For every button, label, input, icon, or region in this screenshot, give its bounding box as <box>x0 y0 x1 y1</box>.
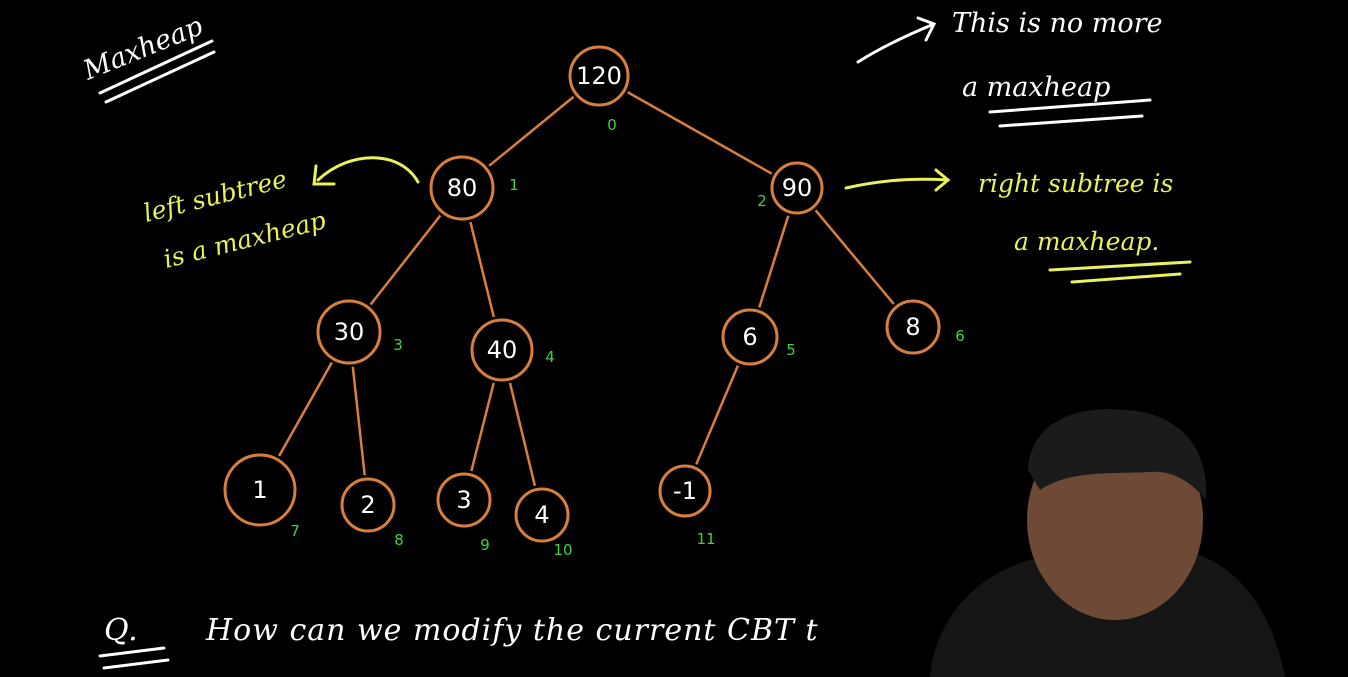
tree-edge-4-9 <box>470 382 495 472</box>
node-value: 90 <box>782 174 813 202</box>
node-index: 5 <box>786 341 796 359</box>
tree-node-3: 30 3 <box>316 299 403 365</box>
question-prefix: Q. <box>104 613 139 648</box>
question-prefix-underline-1 <box>98 646 166 658</box>
node-circle <box>429 155 495 221</box>
tree-edge-2-5 <box>758 215 790 308</box>
node-circle <box>885 299 941 355</box>
node-index: 8 <box>394 531 404 549</box>
node-value: 40 <box>487 336 518 364</box>
right-arrow-line <box>844 177 950 190</box>
tree-edge-1-3 <box>369 214 442 306</box>
no-more-arrow-line <box>856 22 936 64</box>
node-index: 2 <box>757 192 767 210</box>
left-subtree-note: left subtree is a maxheap <box>140 156 420 274</box>
node-circle <box>470 318 534 382</box>
no-more-text-2: a maxheap <box>962 72 1110 103</box>
question-line: Q. How can we modify the current CBT t <box>98 613 819 670</box>
node-value: 120 <box>576 62 622 90</box>
node-circle <box>658 464 712 518</box>
title-group: Maxheap <box>78 11 216 104</box>
node-index: 3 <box>393 336 403 354</box>
tree-node-0: 120 0 <box>568 45 630 134</box>
node-value: 30 <box>334 318 365 346</box>
node-circle <box>770 161 824 215</box>
question-text: How can we modify the current CBT t <box>205 613 819 648</box>
tree-edge-5-11 <box>695 365 740 465</box>
node-circle <box>721 308 779 366</box>
node-value: 2 <box>360 491 375 519</box>
tree-node-8: 28 <box>340 477 404 549</box>
left-arrow-head <box>312 164 336 186</box>
tree-edge-3-7 <box>278 361 333 457</box>
node-circle <box>436 472 492 528</box>
no-more-text-1: This is no more <box>952 8 1163 39</box>
node-index: 6 <box>955 327 965 345</box>
right-subtree-text-2: a maxheap. <box>1014 227 1159 256</box>
tree-edge-1-4 <box>469 221 496 318</box>
node-value: 1 <box>252 476 267 504</box>
diagram-title: Maxheap <box>78 11 207 87</box>
tree-node-11: -1 11 <box>658 464 716 548</box>
tree-edge-0-2 <box>627 91 773 175</box>
tree-node-9: 39 <box>436 472 492 554</box>
node-circle <box>340 477 396 533</box>
no-more-maxheap-note: This is no more a maxheap <box>856 8 1163 128</box>
no-more-underline-2 <box>998 114 1144 128</box>
right-subtree-underline-1 <box>1048 260 1192 272</box>
tree-node-10: 410 <box>514 487 573 559</box>
right-arrow-head <box>934 168 951 192</box>
tree-edges <box>278 91 895 487</box>
title-underline-1 <box>98 39 214 95</box>
title-underline-2 <box>104 50 216 104</box>
no-more-arrow-head <box>916 16 937 42</box>
node-index: 1 <box>509 176 519 194</box>
left-arrow-curve <box>316 156 420 184</box>
node-index: 11 <box>696 530 715 548</box>
node-index: 9 <box>480 536 490 554</box>
tree-edge-2-6 <box>814 209 895 305</box>
node-index: 10 <box>553 541 572 559</box>
presenter-silhouette <box>930 409 1285 677</box>
node-circle <box>223 453 297 527</box>
tree-node-4: 40 4 <box>470 318 555 382</box>
no-more-underline-1 <box>988 98 1152 114</box>
tree-node-2: 90 2 <box>757 161 824 215</box>
node-circle <box>568 45 630 107</box>
tree-edge-4-10 <box>508 382 537 487</box>
tree-node-1: 80 1 <box>429 155 519 221</box>
tree-node-7: 17 <box>223 453 300 540</box>
node-index: 7 <box>290 522 300 540</box>
node-index: 4 <box>545 348 555 366</box>
node-value: 8 <box>905 313 920 341</box>
right-subtree-note: right subtree is a maxheap. <box>844 168 1192 284</box>
question-prefix-underline-2 <box>102 658 170 670</box>
node-value: 80 <box>447 174 478 202</box>
right-subtree-text-1: right subtree is <box>978 169 1173 198</box>
node-value: 4 <box>534 501 549 529</box>
tree-edge-3-8 <box>351 366 366 476</box>
tree-edge-0-1 <box>488 95 575 167</box>
node-value: 6 <box>742 323 757 351</box>
node-circle <box>316 299 382 365</box>
node-value: -1 <box>673 477 697 505</box>
node-value: 3 <box>456 486 471 514</box>
node-index: 0 <box>607 116 617 134</box>
right-subtree-underline-2 <box>1070 272 1182 284</box>
node-circle <box>514 487 570 543</box>
